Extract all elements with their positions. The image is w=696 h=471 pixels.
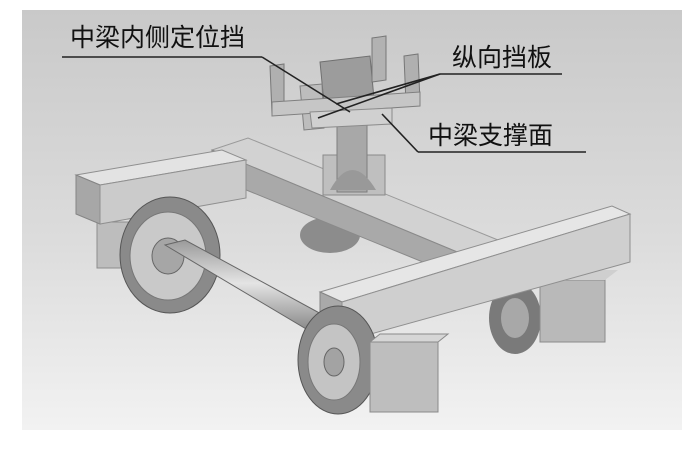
positioning-fixture — [269, 35, 421, 196]
callout-longitudinal-stop-plate: 纵向挡板 — [452, 43, 552, 72]
callout-inner-side-stop: 中梁内侧定位挡 — [70, 23, 245, 52]
front-left-wheel — [119, 196, 221, 314]
callout-leaders — [62, 56, 586, 153]
right-axle-box — [368, 333, 450, 413]
front-right-wheel — [297, 305, 379, 415]
callout-support-surface: 中梁支撑面 — [428, 121, 553, 150]
left-side-beam — [74, 149, 248, 225]
